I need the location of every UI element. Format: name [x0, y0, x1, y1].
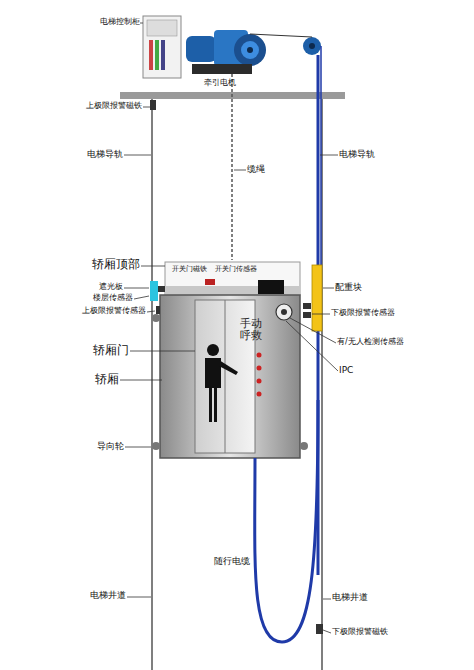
part-label: 遮光板 [99, 282, 123, 291]
part-label: 牵引电机 [204, 78, 236, 87]
part-label: 上极限报警磁铁 [86, 101, 142, 110]
part-label: 下极限报警磁铁 [332, 627, 388, 636]
part-label: IPC [339, 365, 353, 375]
part-label: 上极限报警传感器 [82, 306, 146, 315]
part-label: 楼层传感器 [93, 293, 133, 302]
part-label: 开关门磁铁 [172, 266, 207, 273]
part-label: 下极限报警传感器 [331, 308, 395, 317]
part-label: 随行电缆 [214, 556, 250, 566]
part-label: 电梯控制柜 [100, 17, 140, 26]
part-label: 手动呼救 [240, 318, 262, 342]
part-label: 轿厢顶部 [92, 258, 140, 272]
part-label: 导向轮 [97, 441, 124, 451]
part-label: 电梯导轨 [339, 149, 375, 159]
part-label: 电梯井道 [332, 592, 368, 602]
part-label: 轿厢门 [93, 344, 129, 358]
part-label: 轿厢 [95, 373, 119, 387]
part-label: 配重块 [335, 282, 362, 292]
part-label: 缆绳 [247, 164, 265, 174]
part-label: 有/无人检测传感器 [337, 337, 404, 346]
part-label: 电梯井道 [90, 590, 126, 600]
part-label: 电梯导轨 [87, 149, 123, 159]
part-label: 开关门传感器 [215, 266, 257, 273]
